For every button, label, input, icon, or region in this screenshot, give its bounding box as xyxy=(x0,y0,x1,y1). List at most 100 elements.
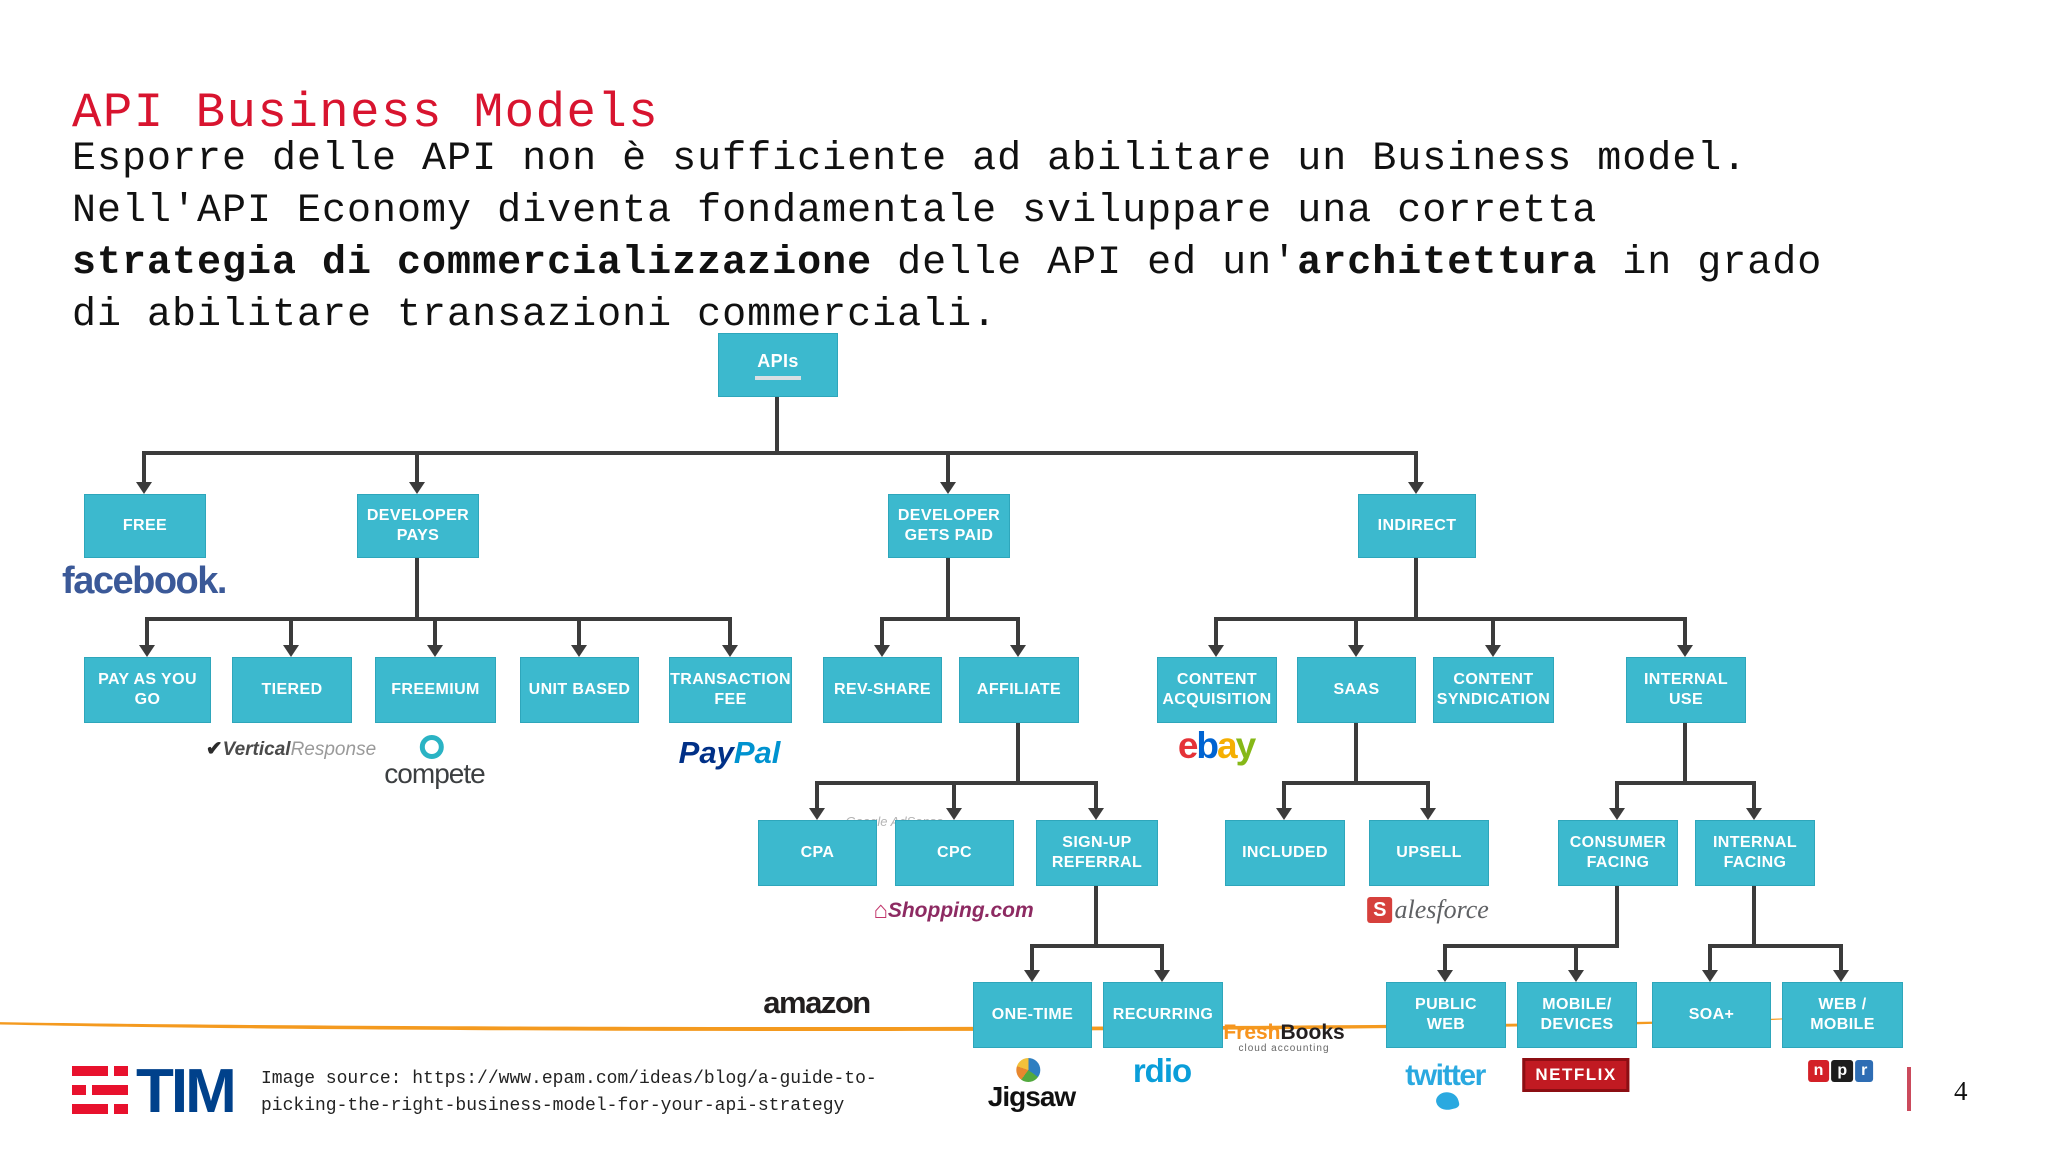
adwords-logo: GoogleAdWords xyxy=(0,767,1603,809)
model-box-label: DEVELOPER PAYS xyxy=(366,507,470,544)
arrowhead-down-icon xyxy=(570,645,587,657)
arrowhead-down-icon xyxy=(283,645,299,657)
model-box-developer-gets-paid: DEVELOPER GETS PAID xyxy=(888,494,1010,558)
arrowhead-down-icon xyxy=(138,645,155,657)
facebook-logo: facebook. xyxy=(62,560,227,602)
connector-line xyxy=(1414,556,1418,621)
connector-line xyxy=(1490,617,1495,646)
connector-line xyxy=(1443,944,1447,971)
connector-line xyxy=(576,617,581,646)
connector-line xyxy=(1752,884,1756,948)
model-box-label: REV-SHARE xyxy=(834,681,931,698)
model-box-affiliate: AFFILIATE xyxy=(959,657,1079,723)
model-box-label: SOA+ xyxy=(1688,1006,1735,1023)
arrowhead-down-icon xyxy=(1154,970,1170,982)
shopping-logo: ⌂Shopping.com xyxy=(873,897,1034,924)
rdio-logo: rdio xyxy=(1132,1052,1192,1089)
model-box-recurring: RECURRING xyxy=(1103,982,1223,1048)
model-box-label: RECURRING xyxy=(1112,1006,1214,1023)
page-number: 4 xyxy=(1954,1076,1968,1106)
arrowhead-down-icon xyxy=(1677,645,1693,657)
model-box-internal-use: INTERNAL USE xyxy=(1626,657,1746,723)
connector-line xyxy=(1214,617,1687,621)
model-box-public-web: PUBLIC WEB xyxy=(1386,982,1506,1048)
model-box-freemium: FREEMIUM xyxy=(375,657,496,723)
model-box-saas: SAAS xyxy=(1297,657,1416,723)
connector-line xyxy=(879,617,1020,621)
connector-line xyxy=(1708,944,1843,948)
connector-line xyxy=(946,451,950,483)
model-box-one-time: ONE-TIME xyxy=(973,982,1092,1048)
model-box-mobile-devices: MOBILE/ DEVICES xyxy=(1517,982,1637,1048)
model-box-label: CONSUMER FACING xyxy=(1569,834,1667,871)
model-box-label: FREE xyxy=(122,517,168,534)
model-box-label: INDIRECT xyxy=(1377,517,1457,534)
model-box-label: ONE-TIME xyxy=(991,1006,1074,1023)
model-box-unit-based: UNIT BASED xyxy=(520,657,639,723)
arrowhead-down-icon xyxy=(1833,970,1849,982)
arrowhead-down-icon xyxy=(136,482,152,494)
arrowhead-down-icon xyxy=(1408,482,1424,494)
connector-line xyxy=(142,451,146,483)
model-box-label: MOBILE/ DEVICES xyxy=(1540,996,1614,1033)
model-box-internal-facing: INTERNAL FACING xyxy=(1695,820,1815,886)
model-box-rev-share: REV-SHARE xyxy=(823,657,942,723)
model-box-label: CONTENT ACQUISITION xyxy=(1162,671,1272,708)
tim-logo-text: TIM xyxy=(136,1057,237,1126)
model-box-soa-plus: SOA+ xyxy=(1652,982,1771,1048)
arrowhead-down-icon xyxy=(1484,645,1501,657)
model-box-tiered: TIERED xyxy=(232,657,352,723)
model-box-label: UPSELL xyxy=(1396,844,1462,861)
connector-line xyxy=(1094,884,1098,948)
model-box-label: INTERNAL FACING xyxy=(1712,834,1798,871)
arrowhead-down-icon xyxy=(873,645,890,657)
model-box-cpc: CPC xyxy=(895,820,1014,886)
image-source-line2: picking-the-right-business-model-for-you… xyxy=(261,1096,845,1116)
arrowhead-down-icon xyxy=(1010,645,1026,657)
connector-line xyxy=(432,617,437,646)
connector-line xyxy=(1615,781,1756,785)
arrowhead-down-icon xyxy=(426,645,443,657)
model-box-web-mobile: WEB / MOBILE xyxy=(1782,982,1903,1048)
model-box-label: CPA xyxy=(800,844,835,861)
model-box-label: APIs xyxy=(755,350,801,381)
model-box-content-acquisition: CONTENT ACQUISITION xyxy=(1157,657,1277,723)
model-box-label: TIERED xyxy=(261,681,323,698)
paragraph-line: di abilitare transazioni commerciali. xyxy=(72,293,998,338)
arrowhead-down-icon xyxy=(940,482,956,494)
model-box-upsell: UPSELL xyxy=(1369,820,1489,886)
tim-logo-bars-icon xyxy=(72,1066,130,1114)
model-box-label: WEB / MOBILE xyxy=(1810,996,1875,1033)
model-box-label: SAAS xyxy=(1333,681,1380,698)
model-box-content-syndication: CONTENT SYNDICATION xyxy=(1433,657,1554,723)
connector-line xyxy=(144,617,732,621)
connector-line xyxy=(1839,944,1843,971)
model-box-label: SIGN-UP REFERRAL xyxy=(1051,834,1143,871)
model-box-label: FREEMIUM xyxy=(391,681,480,698)
arrowhead-down-icon xyxy=(1208,645,1224,657)
connector-line xyxy=(1443,944,1619,948)
arrowhead-down-icon xyxy=(1023,970,1040,982)
connector-line xyxy=(1029,944,1164,948)
model-box-apis: APIs xyxy=(718,333,838,397)
connector-line xyxy=(415,451,419,483)
model-box-label: UNIT BASED xyxy=(528,681,631,698)
model-box-indirect: INDIRECT xyxy=(1358,494,1476,558)
connector-line xyxy=(144,617,149,646)
connector-line xyxy=(1615,781,1619,809)
page-number-marker xyxy=(1907,1067,1911,1111)
body-paragraph: Esporre delle API non è sufficiente ad a… xyxy=(72,134,1822,342)
connector-line xyxy=(879,617,884,646)
connector-line xyxy=(1574,944,1578,971)
model-box-pay-as-you-go: PAY AS YOU GO xyxy=(84,657,211,723)
image-source-line1: Image source: https://www.epam.com/ideas… xyxy=(261,1069,877,1089)
arrowhead-down-icon xyxy=(1347,645,1364,657)
model-box-transaction-fee: TRANSACTION FEE xyxy=(669,657,792,723)
